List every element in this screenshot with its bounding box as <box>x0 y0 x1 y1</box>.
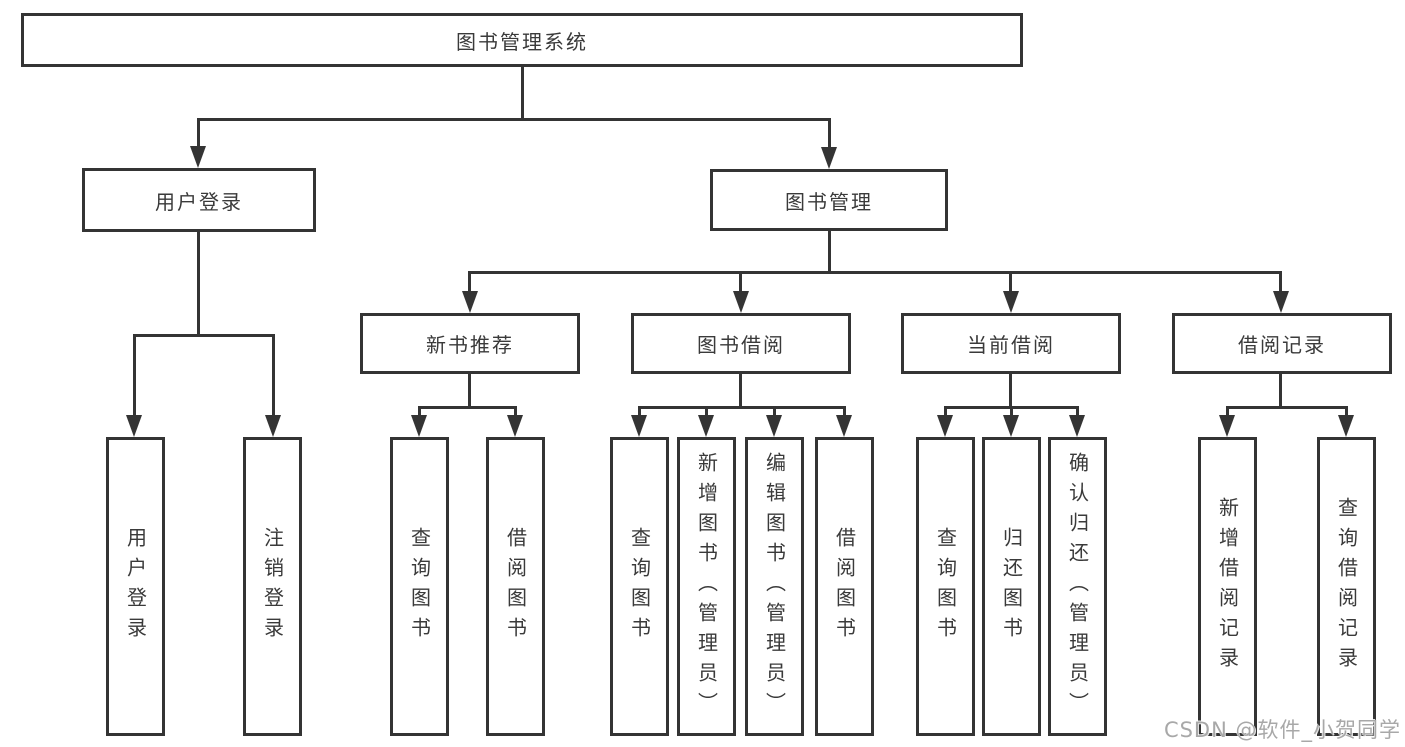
connector-line <box>638 406 641 419</box>
arrow-down-icon <box>937 415 953 437</box>
node-borrow-records: 借阅记录 <box>1172 313 1392 374</box>
connector-line <box>418 406 421 419</box>
leaf-label: 确认归还（管理员） <box>1065 451 1090 722</box>
connector-line <box>197 232 200 336</box>
leaf-query-book-2: 查询图书 <box>610 437 669 736</box>
leaf-query-borrow-record: 查询借阅记录 <box>1317 437 1376 736</box>
connector-line <box>1345 406 1348 419</box>
leaf-label: 查询借阅记录 <box>1334 496 1359 677</box>
arrow-down-icon <box>1069 415 1085 437</box>
node-label: 借阅记录 <box>1238 333 1326 357</box>
connector-line <box>1279 374 1282 408</box>
leaf-logout: 注销登录 <box>243 437 302 736</box>
arrow-down-icon <box>507 415 523 437</box>
arrow-down-icon <box>1338 415 1354 437</box>
connector-line <box>1010 406 1013 419</box>
arrow-down-icon <box>1273 291 1289 313</box>
node-label: 图书借阅 <box>697 333 785 357</box>
leaf-label: 查询图书 <box>627 526 652 647</box>
connector-line <box>1226 406 1229 419</box>
leaf-label: 借阅图书 <box>832 526 857 647</box>
leaf-label: 归还图书 <box>999 526 1024 647</box>
arrow-down-icon <box>411 415 427 437</box>
arrow-down-icon <box>821 147 837 169</box>
leaf-query-book-1: 查询图书 <box>390 437 449 736</box>
arrow-down-icon <box>126 415 142 437</box>
node-book-management: 图书管理 <box>710 169 948 231</box>
leaf-label: 编辑图书（管理员） <box>762 451 787 722</box>
connector-line <box>468 271 1282 274</box>
leaf-query-book-3: 查询图书 <box>916 437 975 736</box>
connector-line <box>843 406 846 419</box>
leaf-add-borrow-record: 新增借阅记录 <box>1198 437 1257 736</box>
leaf-confirm-return-admin: 确认归还（管理员） <box>1048 437 1107 736</box>
leaf-return-book: 归还图书 <box>982 437 1041 736</box>
connector-line <box>739 271 742 293</box>
leaf-label: 新增借阅记录 <box>1215 496 1240 677</box>
node-user-login: 用户登录 <box>82 168 316 232</box>
connector-line <box>468 374 471 408</box>
arrow-down-icon <box>836 415 852 437</box>
node-label: 新书推荐 <box>426 333 514 357</box>
connector-line <box>1226 406 1348 409</box>
node-library-system: 图书管理系统 <box>21 13 1023 67</box>
leaf-add-book-admin: 新增图书（管理员） <box>677 437 736 736</box>
connector-line <box>197 118 831 121</box>
arrow-down-icon <box>1003 415 1019 437</box>
node-label: 图书管理 <box>785 189 873 214</box>
connector-line <box>1076 406 1079 419</box>
connector-line <box>944 406 947 419</box>
connector-line <box>133 334 275 337</box>
connector-line <box>468 271 471 293</box>
node-new-book-recommend: 新书推荐 <box>360 313 580 374</box>
arrow-down-icon <box>265 415 281 437</box>
connector-line <box>521 66 524 120</box>
connector-line <box>828 231 831 273</box>
arrow-down-icon <box>631 415 647 437</box>
connector-line <box>705 406 708 419</box>
node-label: 当前借阅 <box>967 333 1055 357</box>
connector-line <box>272 334 275 417</box>
connector-line <box>739 374 742 408</box>
leaf-label: 用户登录 <box>123 526 148 647</box>
connector-line <box>828 118 831 148</box>
arrow-down-icon <box>1003 291 1019 313</box>
arrow-down-icon <box>733 291 749 313</box>
leaf-label: 查询图书 <box>933 526 958 647</box>
leaf-borrow-book-2: 借阅图书 <box>815 437 874 736</box>
leaf-label: 查询图书 <box>407 526 432 647</box>
connector-line <box>133 334 136 417</box>
connector-line <box>197 118 200 148</box>
connector-line <box>773 406 776 419</box>
arrow-down-icon <box>766 415 782 437</box>
node-book-borrowing: 图书借阅 <box>631 313 851 374</box>
csdn-watermark: CSDN @软件_小贺同学 <box>1163 718 1401 742</box>
arrow-down-icon <box>462 291 478 313</box>
node-label: 图书管理系统 <box>456 29 588 54</box>
connector-line <box>1279 271 1282 293</box>
connector-line <box>638 406 846 409</box>
leaf-label: 注销登录 <box>260 526 285 647</box>
arrow-down-icon <box>190 146 206 168</box>
node-current-borrowing: 当前借阅 <box>901 313 1121 374</box>
connector-line <box>1009 374 1012 408</box>
leaf-label: 新增图书（管理员） <box>694 451 719 722</box>
arrow-down-icon <box>698 415 714 437</box>
connector-line <box>1009 271 1012 293</box>
leaf-user-login: 用户登录 <box>106 437 165 736</box>
arrow-down-icon <box>1219 415 1235 437</box>
connector-line <box>514 406 517 419</box>
connector-line <box>418 406 517 409</box>
leaf-borrow-book-1: 借阅图书 <box>486 437 545 736</box>
leaf-edit-book-admin: 编辑图书（管理员） <box>745 437 804 736</box>
node-label: 用户登录 <box>155 189 243 214</box>
leaf-label: 借阅图书 <box>503 526 528 647</box>
